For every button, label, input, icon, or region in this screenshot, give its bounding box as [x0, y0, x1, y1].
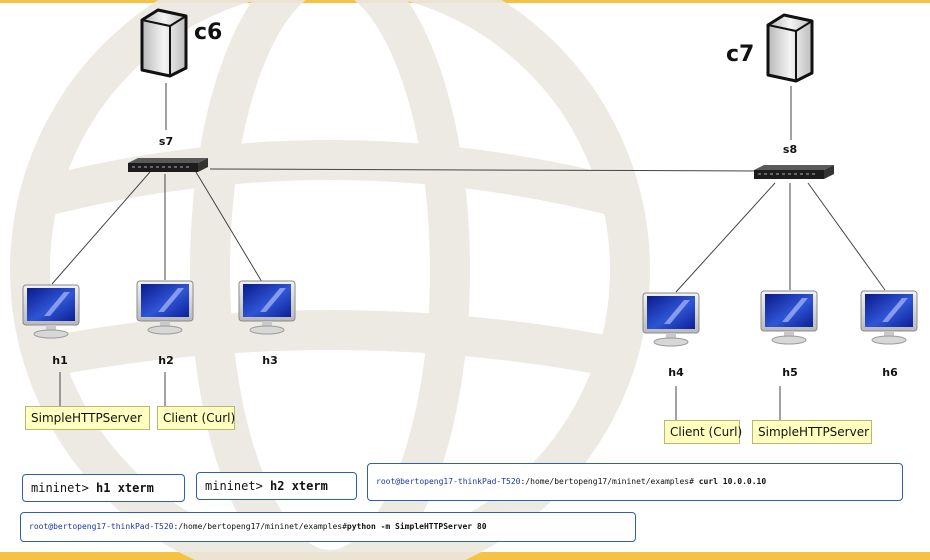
host-label-h5: h5 — [782, 366, 798, 379]
switch-icon — [754, 165, 834, 179]
shell-path: :/home/bertopeng17/mininet/examples# — [173, 522, 347, 531]
link-s7-h3 — [195, 171, 263, 283]
command-text: curl 10.0.0.10 — [698, 477, 767, 486]
command-prompt: mininet> — [31, 481, 89, 495]
note-h2-role: Client (Curl) — [157, 406, 235, 430]
host-monitor-icon — [860, 290, 918, 345]
command-text: h2 xterm — [270, 479, 328, 493]
command-simplehttpserver: root@bertopeng17-thinkPad-T520:/home/ber… — [20, 512, 636, 542]
server-icon — [766, 13, 814, 83]
command-curl: root@bertopeng17-thinkPad-T520:/home/ber… — [367, 463, 903, 501]
host-label-h3: h3 — [262, 354, 278, 367]
command-h2-xterm: mininet> h2 xterm — [196, 472, 357, 500]
controller-label-c6: c6 — [194, 20, 223, 45]
shell-user-host: root@bertopeng17-thinkPad-T520 — [376, 477, 521, 486]
command-h1-xterm: mininet> h1 xterm — [22, 474, 185, 502]
host-label-h6: h6 — [882, 366, 898, 379]
host-monitor-icon — [238, 280, 296, 335]
switch-label-s8: s8 — [782, 143, 798, 156]
host-monitor-icon — [760, 290, 818, 345]
command-prompt: mininet> — [205, 479, 263, 493]
note-h1-role: SimpleHTTPServer — [25, 406, 150, 430]
host-monitor-icon — [136, 280, 194, 335]
server-icon — [140, 8, 188, 78]
host-label-h1: h1 — [52, 354, 68, 367]
shell-path: :/home/bertopeng17/mininet/examples# — [520, 477, 694, 486]
host-label-h2: h2 — [158, 354, 174, 367]
link-s8-h6 — [807, 182, 886, 291]
note-h5-role: SimpleHTTPServer — [752, 420, 872, 444]
controller-label-c7: c7 — [726, 42, 755, 67]
link-s7-s8 — [209, 168, 761, 172]
note-h4-role: Client (Curl) — [664, 420, 742, 444]
link-s8-h4 — [675, 182, 776, 293]
command-text: h1 xterm — [96, 481, 154, 495]
switch-label-s7: s7 — [158, 135, 174, 148]
link-s7-h1 — [51, 171, 151, 285]
switch-icon — [128, 158, 208, 172]
host-label-h4: h4 — [668, 366, 684, 379]
shell-user-host: root@bertopeng17-thinkPad-T520 — [29, 522, 174, 531]
command-text: python -m SimpleHTTPServer 80 — [346, 522, 487, 531]
host-monitor-icon — [642, 292, 700, 347]
host-monitor-icon — [22, 284, 80, 339]
